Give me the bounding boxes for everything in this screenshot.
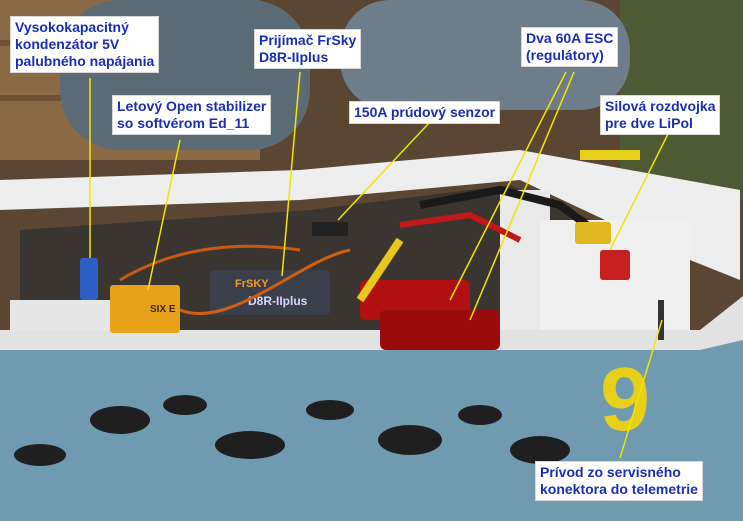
camo-blob (378, 425, 442, 455)
hull-lower-rim (0, 296, 743, 350)
receiver-brand: FrSKY (235, 278, 269, 290)
power-wire (356, 237, 404, 303)
label-telemetry: Prívod zo servisného konektora do teleme… (535, 461, 703, 501)
label-splitter: Silová rozdvojka pre dve LiPol (600, 95, 721, 135)
leader-line-esc-1 (449, 71, 567, 301)
camo-blob (215, 431, 285, 459)
deans-connector (600, 250, 630, 280)
camo-blob (14, 444, 66, 466)
label-stabilizer: Letový Open stabilizer so softvérom Ed_1… (112, 95, 272, 135)
label-esc: Dva 60A ESC (regulátory) (521, 27, 619, 67)
camo-blob (163, 395, 207, 415)
leader-line-current-sensor (337, 121, 431, 221)
stabilizer-board (110, 285, 180, 333)
camo-blob (306, 400, 354, 420)
signal-wire (179, 248, 351, 316)
leader-line-stabilizer (147, 139, 181, 291)
power-wire (419, 185, 603, 239)
leader-line-splitter (609, 133, 669, 251)
stabilizer-label-text: SIX E (150, 304, 176, 315)
camo-blob (510, 436, 570, 464)
hull-yellow-stripe (580, 150, 640, 160)
label-current-sensor: 150A prúdový senzor (349, 101, 501, 124)
signal-wire (119, 244, 301, 282)
leader-line-esc-2 (469, 71, 575, 321)
camo-blob (458, 405, 502, 425)
label-receiver: Prijímač FrSky D8R-IIplus (254, 29, 362, 69)
current-sensor (312, 222, 348, 236)
esc-unit (380, 310, 500, 350)
telemetry-lead (658, 300, 664, 340)
camo-blob (90, 406, 150, 434)
leader-line-receiver (281, 71, 301, 277)
label-capacitor: Vysokokapacitný kondenzátor 5V palubného… (10, 16, 160, 73)
receiver-model: D8R-IIplus (248, 294, 308, 308)
capacitor (80, 258, 98, 300)
power-splitter (575, 222, 611, 244)
leader-line-telemetry (619, 319, 663, 459)
foam-top-wall (0, 150, 740, 280)
tail-number: 9 (600, 350, 650, 450)
power-wire (399, 211, 522, 243)
